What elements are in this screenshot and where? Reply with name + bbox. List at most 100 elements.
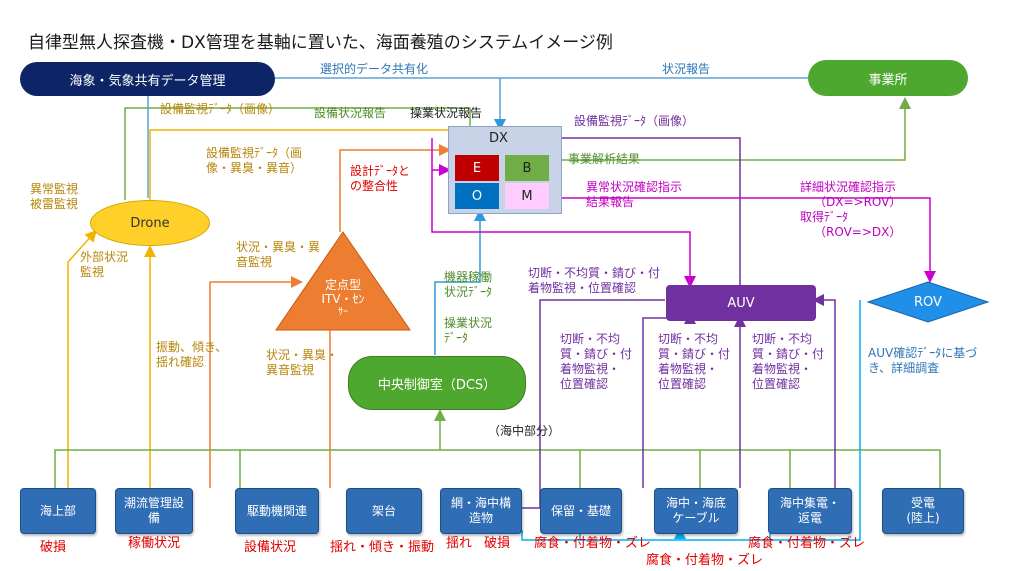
label-cut-monitor-b: 切断・不均 質・錆び・付 着物監視・ 位置確認 [658,332,730,392]
label-line: 切断・不均質・錆び・付 [528,266,661,280]
label-line: 着物監視・位置確認 [528,281,637,295]
auv-node[interactable]: AUV [666,285,816,321]
itv-triangle-shape [275,231,411,331]
box-label-line: 保留・基礎 [550,503,611,518]
label-external-monitor: 外部状況 監視 [80,250,128,280]
label-line: 着物監視・ [560,362,621,376]
rov-diamond-shape [866,281,990,323]
note-choryu: 稼働状況 [128,536,181,551]
label-cut-monitor-c: 切断・不均 質・錆び・付 着物監視・ 位置確認 [752,332,824,392]
label-line: 異常状況確認指示 [586,180,683,194]
dx-m-cell[interactable]: M [505,183,549,209]
page-title: 自律型無人探査機・DX管理を基軸に置いた、海面養殖のシステムイメージ例 [28,33,613,53]
label-anomaly-lightning: 異常監視 被雷監視 [30,182,78,212]
label-line: 監視 [80,265,105,279]
label-line: 切断・不均 [658,332,719,346]
label-line: 状況ﾃﾞｰﾀ [444,285,493,299]
label-line: 着物監視・ [658,362,719,376]
note-kaijo: 破損 [40,540,67,555]
label-line: 切断・不均 [560,332,621,346]
label-line: の整合性 [350,179,399,193]
label-status-report: 状況報告 [662,62,711,76]
note-fushoku-3: 腐食・付着物・ズレ [748,536,866,551]
itv-label-line: ｻｰ [338,307,348,318]
label-line: 質・錆び・付 [752,347,825,361]
rov-node[interactable]: ROV [914,295,942,310]
note-kadai: 揺れ・傾き・振動 [330,540,435,555]
weather-data-node[interactable]: 海象・気象共有データ管理 [20,62,275,96]
label-line: ﾃﾞｰﾀ [444,331,469,345]
label-operation-status-report: 操業状況報告 [410,106,483,120]
note-fushoku-2: 腐食・付着物・ズレ [646,553,764,568]
box-label-line: ケーブル [672,511,720,525]
label-line: 位置確認 [658,377,707,391]
box-label-line: 受電 [910,496,935,510]
label-status-under: 状況・異臭・ 異音監視 [266,348,338,378]
label-line: 操業状況 [444,316,493,330]
label-line: 位置確認 [560,377,609,391]
label-detail-check: 詳細状況確認指示 （DX=>ROV） 取得ﾃﾞｰﾀ （ROV=>DX） [800,180,901,240]
label-rov-detail: AUV確認ﾃﾞｰﾀに基づ き、詳細調査 [868,346,977,376]
label-line: 設計ﾃﾞｰﾀと [350,164,411,178]
box-kudo[interactable]: 駆動機関連 [235,488,319,534]
label-line: 被雷監視 [30,197,79,211]
label-line: 音監視 [236,255,273,269]
label-equipment-operation: 機器稼働 状況ﾃﾞｰﾀ [444,270,492,300]
label-selective-sharing: 選択的データ共有化 [320,62,429,76]
label-line: 切断・不均 [752,332,813,346]
dx-b-cell[interactable]: B [505,155,549,181]
label-line: 像・異臭・異音） [206,161,303,175]
box-shuden[interactable]: 海中集電・返電 [768,488,852,534]
label-vibration-check: 振動、傾き、 揺れ確認 [156,340,227,370]
label-anomaly-check: 異常状況確認指示 結果報告 [586,180,682,210]
box-label-line: 返電 [797,511,822,525]
label-line: 異常監視 [30,182,79,196]
label-line: 振動、傾き、 [156,340,228,354]
label-line: 質・錆び・付 [560,347,633,361]
itv-label-line: 定点型 [324,278,361,292]
label-line: 設備監視ﾃﾞｰﾀ（画 [206,146,303,160]
label-line: 詳細状況確認指示 [800,180,897,194]
note-ami: 揺れ [446,536,473,551]
label-line: AUV確認ﾃﾞｰﾀに基づ [868,346,978,360]
box-label-line: 海中・海底 [665,496,726,510]
label-line: き、詳細調査 [868,361,940,375]
box-label-line: (陸上) [906,511,940,525]
box-label-line: 海上部 [39,503,76,518]
label-business-analysis: 事業解析結果 [568,152,641,166]
dx-e-cell[interactable]: E [455,155,499,181]
box-juden[interactable]: 受電(陸上) [882,488,964,534]
box-horyu[interactable]: 保留・基礎 [540,488,622,534]
box-kadai[interactable]: 架台 [346,488,422,534]
label-operation-data: 操業状況 ﾃﾞｰﾀ [444,316,492,346]
box-label-line: 海中集電・ [779,496,840,510]
label-design-consistency: 設計ﾃﾞｰﾀと の整合性 [350,164,410,194]
label-line: 着物監視・ [752,362,813,376]
drone-node[interactable]: Drone [90,200,210,246]
label-itv-status-monitor: 状況・異臭・異 音監視 [236,240,320,270]
label-line: 状況・異臭・ [266,348,339,362]
box-label-line: 駆動機関連 [246,503,307,518]
box-choryu[interactable]: 潮流管理設備 [115,488,193,534]
note-fushoku-1: 腐食・付着物・ズレ [534,536,652,551]
office-node[interactable]: 事業所 [808,60,968,96]
box-kaijo[interactable]: 海上部 [20,488,96,534]
label-line: 異音監視 [266,363,315,377]
box-label-line: 網・海中構 [450,496,511,510]
dcs-node[interactable]: 中央制御室（DCS） [348,356,526,410]
dx-o-cell[interactable]: O [455,183,499,209]
label-line: 位置確認 [752,377,801,391]
label-line: （DX=>ROV） [814,195,902,209]
itv-node[interactable]: 定点型 ITV・ｾﾝ ｻｰ [300,278,386,320]
note-haseon: 破損 [484,536,511,551]
box-label-line: 造物 [468,511,493,525]
dx-block[interactable]: DX E B O M [448,126,562,214]
box-ami[interactable]: 網・海中構造物 [440,488,522,534]
label-cut-monitor-a: 切断・不均 質・錆び・付 着物監視・ 位置確認 [560,332,632,392]
label-itv-monitor-data: 設備監視ﾃﾞｰﾀ（画 像・異臭・異音） [206,146,302,176]
box-label-line: 備 [147,511,160,525]
box-kaitei[interactable]: 海中・海底ケーブル [654,488,738,534]
label-line: 取得ﾃﾞｰﾀ [800,210,849,224]
label-cut-monitor-top: 切断・不均質・錆び・付 着物監視・位置確認 [528,266,660,296]
